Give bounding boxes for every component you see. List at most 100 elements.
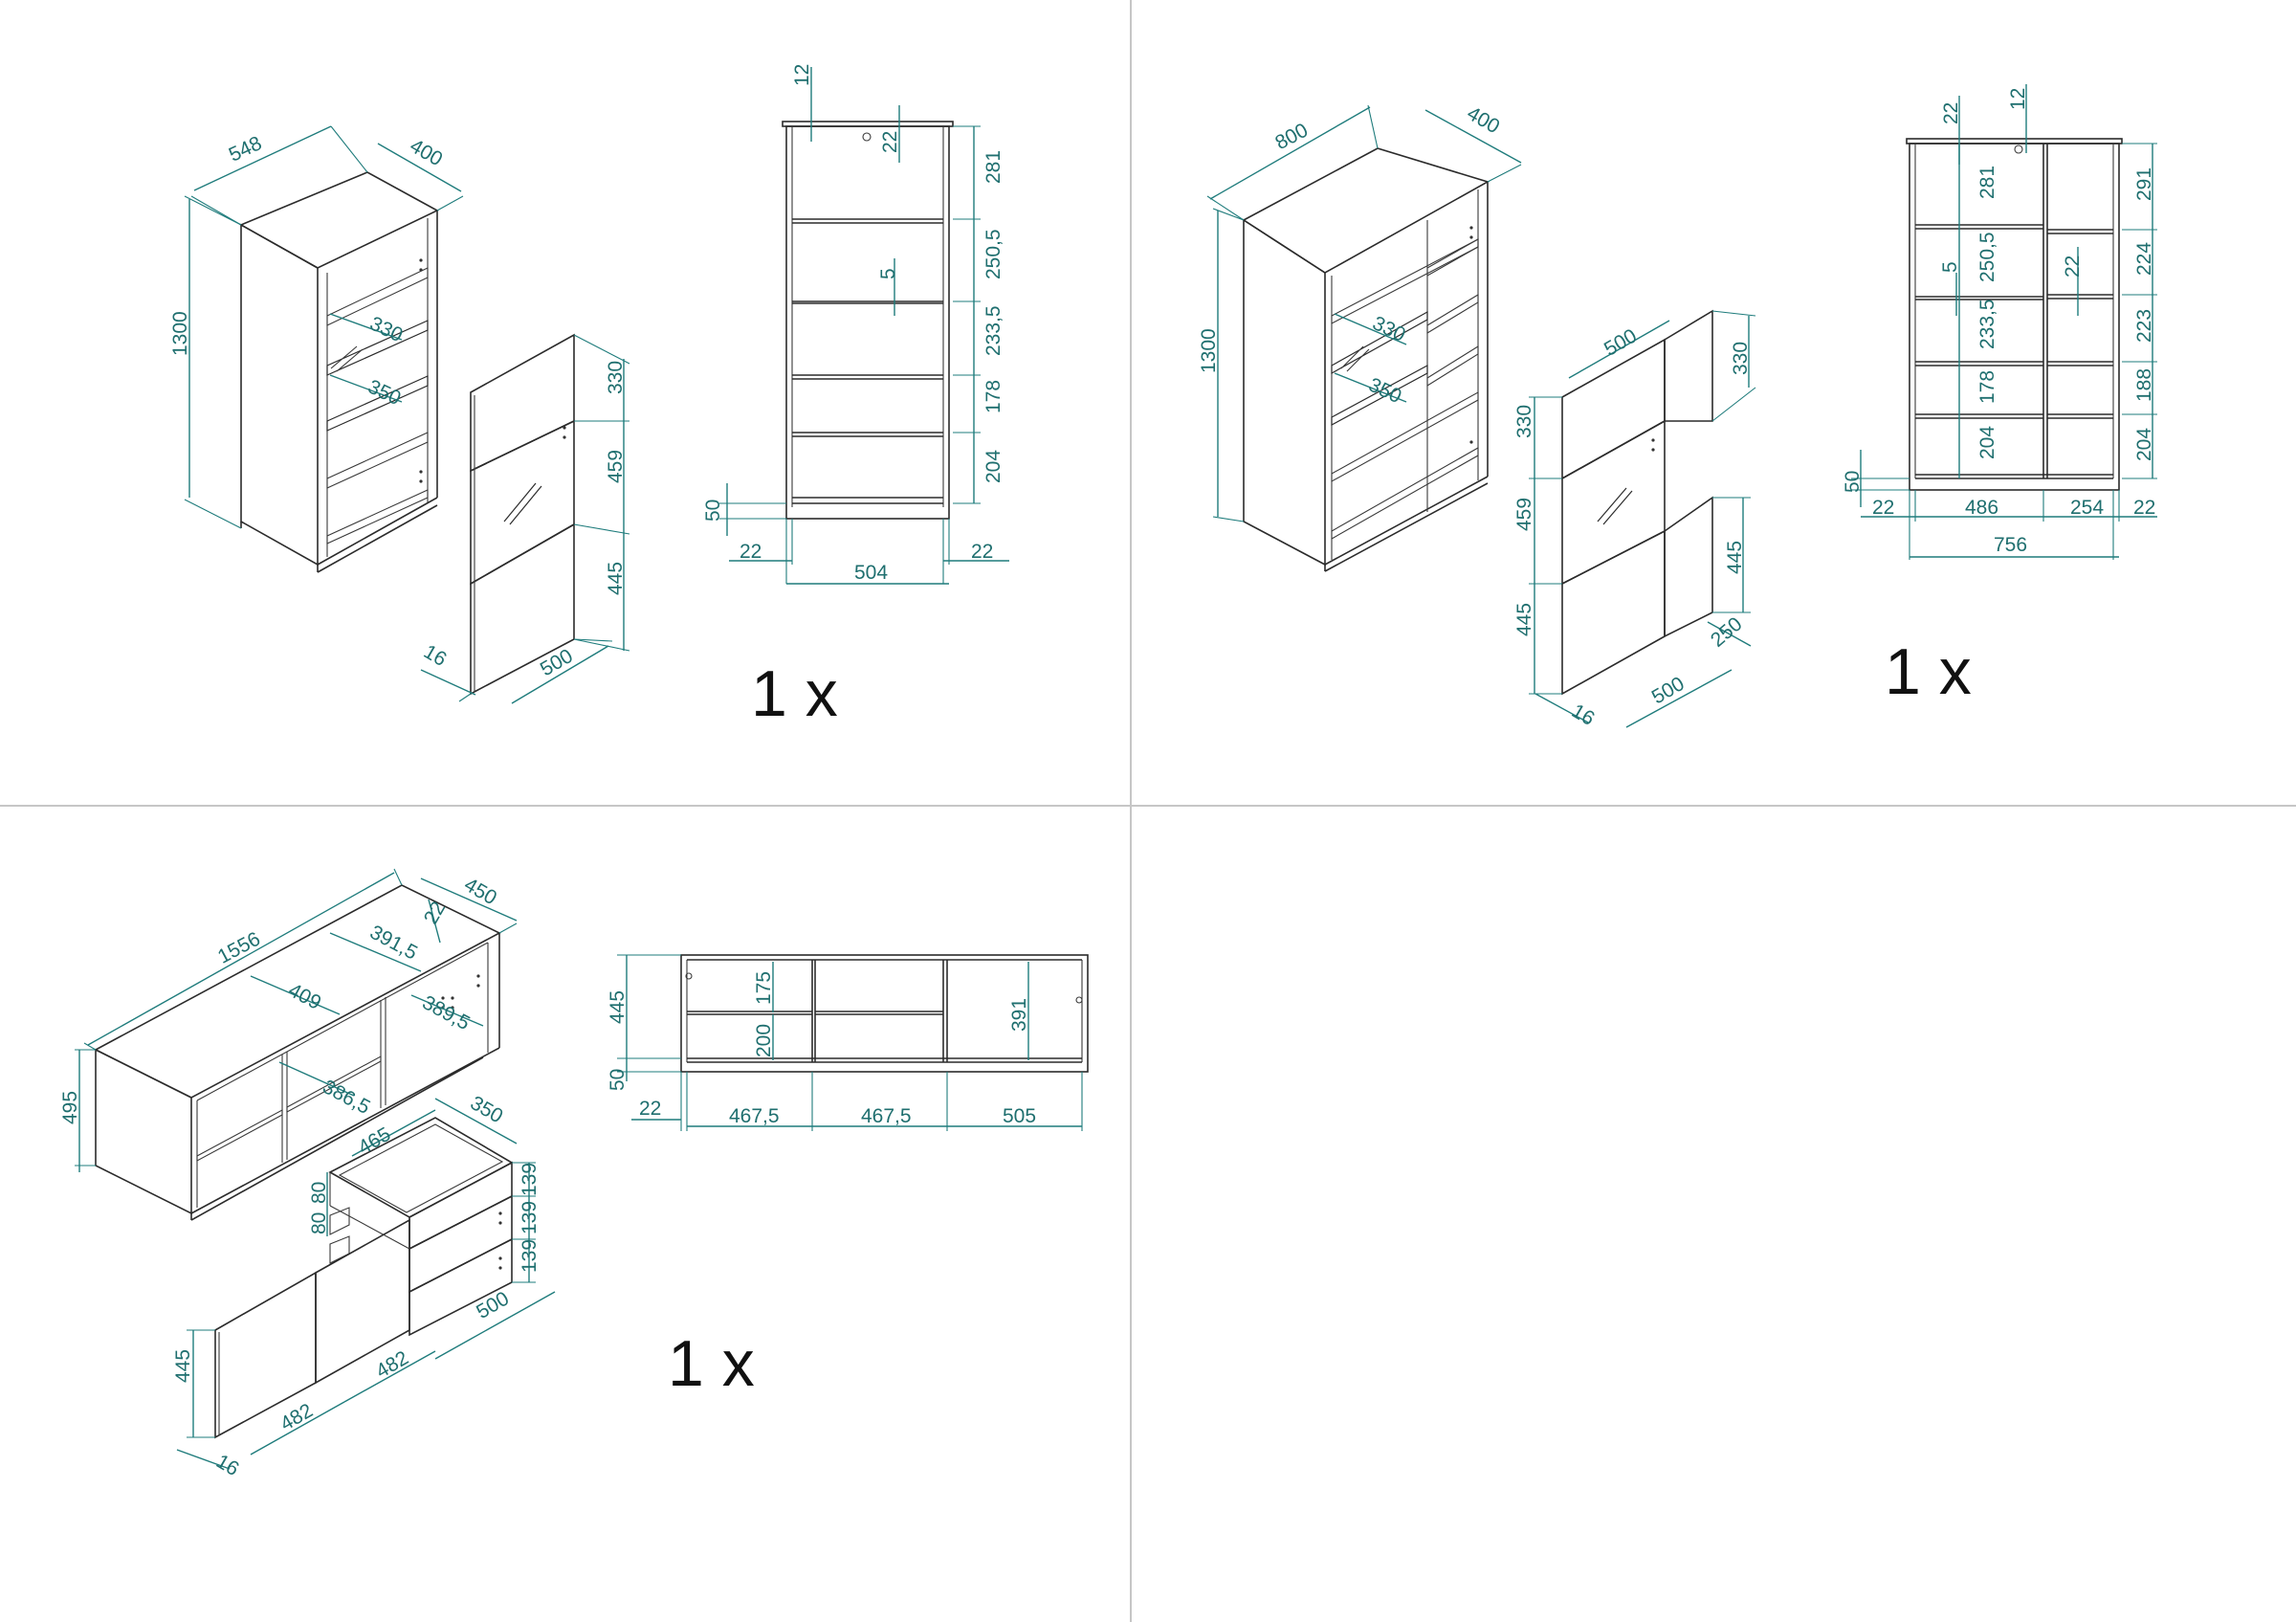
quantity-label: 1 x: [1885, 635, 1972, 708]
door-dim-middle: 459: [605, 450, 627, 483]
front-dim-mid-gap: 22: [2062, 256, 2084, 278]
front-dim-top-right: 12: [2007, 88, 2029, 110]
door-dim-width-1: 482: [276, 1399, 317, 1434]
front-dim-width-2: 467,5: [861, 1105, 912, 1127]
front-dim-side-left: 22: [740, 541, 762, 563]
front-dim-width-3: 505: [1003, 1105, 1036, 1127]
front-dim-left-bay-1: 281: [1976, 166, 1998, 199]
dim-shelf-2: 350: [1365, 374, 1404, 409]
door-dim-right-bottom: 445: [1724, 541, 1746, 574]
quantity-label: 1 x: [668, 1327, 755, 1400]
panel-bottom-left: 1556 450 22 495 391,5 409 389,5 386,5: [59, 868, 1089, 1481]
drawer-block-iso: 465 350 80 80 139 139 139 500: [308, 1092, 556, 1360]
front-dim-side-right: 22: [971, 541, 993, 563]
dim-depth: 400: [407, 135, 447, 170]
cabinet-800-front: 22 12 281 250,5 233,5 178 204 5 22 291 2…: [1842, 84, 2157, 560]
front-dim-right-bay-3: 223: [2133, 309, 2155, 343]
quantity-label: 1 x: [751, 657, 838, 730]
front-dim-bay-5: 204: [982, 450, 1004, 483]
dim-height: 495: [59, 1091, 81, 1124]
front-dim-right-bay-1: 291: [2133, 167, 2155, 201]
door-dim-left-bottom: 445: [1513, 603, 1535, 636]
front-dim-plinth: 50: [607, 1069, 629, 1091]
drawer-dim-depth: 350: [467, 1092, 507, 1127]
front-dim-right-bay-5: 204: [2133, 428, 2155, 461]
dim-depth: 450: [460, 874, 500, 909]
front-dim-right-bay-4: 188: [2133, 368, 2155, 402]
dim-depth: 400: [1464, 102, 1504, 138]
drawer-dim-front-1: 139: [519, 1163, 541, 1196]
dim-height: 1300: [169, 311, 191, 356]
front-dim-right-width: 254: [2070, 497, 2104, 519]
front-dim-top-board: 12: [791, 64, 813, 86]
door-dim-thickness: 16: [212, 1451, 243, 1481]
front-dim-side: 22: [639, 1098, 661, 1120]
front-dim-left-bay-5: 204: [1976, 426, 1998, 459]
door-dim-height: 445: [172, 1349, 194, 1383]
cabinet-800-iso: 800 400 1300 330 350: [1198, 102, 1522, 572]
front-dim-right-inner: 391: [1008, 998, 1030, 1032]
drawer-dim-front-2: 139: [519, 1201, 541, 1234]
front-dim-side-right: 22: [2133, 497, 2155, 519]
panel-top-right: 800 400 1300 330 350 500: [1198, 84, 2157, 730]
cabinet-548-iso: 548 400 1300 330 350: [169, 125, 464, 573]
front-dim-total-inner: 756: [1994, 534, 2027, 556]
drawer-dim-left-2: 80: [308, 1212, 330, 1234]
door-dim-width: 500: [537, 645, 577, 680]
dim-length: 1556: [214, 928, 264, 968]
dim-comp-4: 386,5: [319, 1076, 373, 1119]
front-dim-left-bay-4: 178: [1976, 370, 1998, 404]
front-dim-left-bay-2: 250,5: [1976, 232, 1998, 282]
front-dim-bay-2: 250,5: [982, 229, 1004, 279]
front-dim-height: 445: [607, 990, 629, 1024]
door-dim-left-top: 330: [1513, 405, 1535, 438]
front-dim-glass-gap: 5: [877, 268, 899, 279]
lowboard-doors-iso: 445 482 482 16: [172, 1218, 436, 1481]
front-dim-left-bay-3: 233,5: [1976, 299, 1998, 349]
drawer-dim-front-3: 139: [519, 1239, 541, 1273]
cabinet-548-front: 12 22 5 281 250,5 233,5 178 204 50: [702, 64, 1009, 585]
front-dim-plinth: 50: [702, 500, 724, 522]
door-set-iso: 500 330 330 459 445 445 250 500 16: [1513, 309, 1756, 730]
front-dim-inner-1: 175: [753, 971, 775, 1005]
front-dim-inner-2: 200: [753, 1024, 775, 1057]
dim-comp-2: 409: [285, 979, 325, 1014]
dim-comp-1: 391,5: [366, 922, 421, 965]
door-dim-width-2: 482: [372, 1346, 412, 1382]
dim-height: 1300: [1198, 328, 1220, 373]
dim-shelf-1: 330: [366, 313, 406, 347]
front-dim-width-1: 467,5: [729, 1105, 780, 1127]
door-set-iso: 330 459 445 16 500: [420, 333, 630, 704]
front-dim-inset: 22: [879, 131, 901, 153]
door-dim-width: 500: [1648, 673, 1689, 708]
door-dim-right-top: 330: [1730, 342, 1752, 375]
door-dim-depth: 250: [1707, 613, 1747, 652]
front-dim-plinth: 50: [1842, 471, 1864, 493]
door-dim-left-middle: 459: [1513, 498, 1535, 531]
dim-comp-3: 389,5: [419, 991, 474, 1034]
front-dim-bay-1: 281: [982, 150, 1004, 184]
door-dim-bottom: 445: [605, 562, 627, 595]
front-dim-bay-3: 233,5: [982, 305, 1004, 356]
front-dim-left-width: 486: [1965, 497, 1998, 519]
front-dim-bay-4: 178: [982, 380, 1004, 413]
door-dim-thickness: 16: [420, 640, 451, 671]
door-dim-thickness: 16: [1568, 700, 1599, 730]
lowboard-iso: 1556 450 22 495 391,5 409 389,5 386,5: [59, 868, 518, 1221]
front-dim-side-left: 22: [1872, 497, 1894, 519]
lowboard-front: 175 200 391 445 50 22 467,5 467,5 505: [607, 954, 1089, 1131]
drawer-dim-width: 465: [355, 1123, 395, 1159]
dim-top-inset: 22: [420, 898, 451, 928]
drawer-dim-left-1: 80: [308, 1182, 330, 1204]
front-dim-glass-gap: 5: [1939, 261, 1961, 273]
door-dim-top: 330: [605, 361, 627, 394]
door-dim-width-top: 500: [1601, 324, 1641, 360]
front-dim-top-left: 22: [1940, 102, 1962, 124]
dim-width: 548: [226, 132, 265, 167]
front-dim-inner-width: 504: [854, 562, 888, 584]
front-dim-right-bay-2: 224: [2133, 242, 2155, 276]
panel-top-left: 548 400 1300 330 350: [169, 64, 1009, 730]
dim-shelf-2: 350: [364, 376, 404, 411]
drawer-dim-front-width: 500: [473, 1287, 513, 1322]
